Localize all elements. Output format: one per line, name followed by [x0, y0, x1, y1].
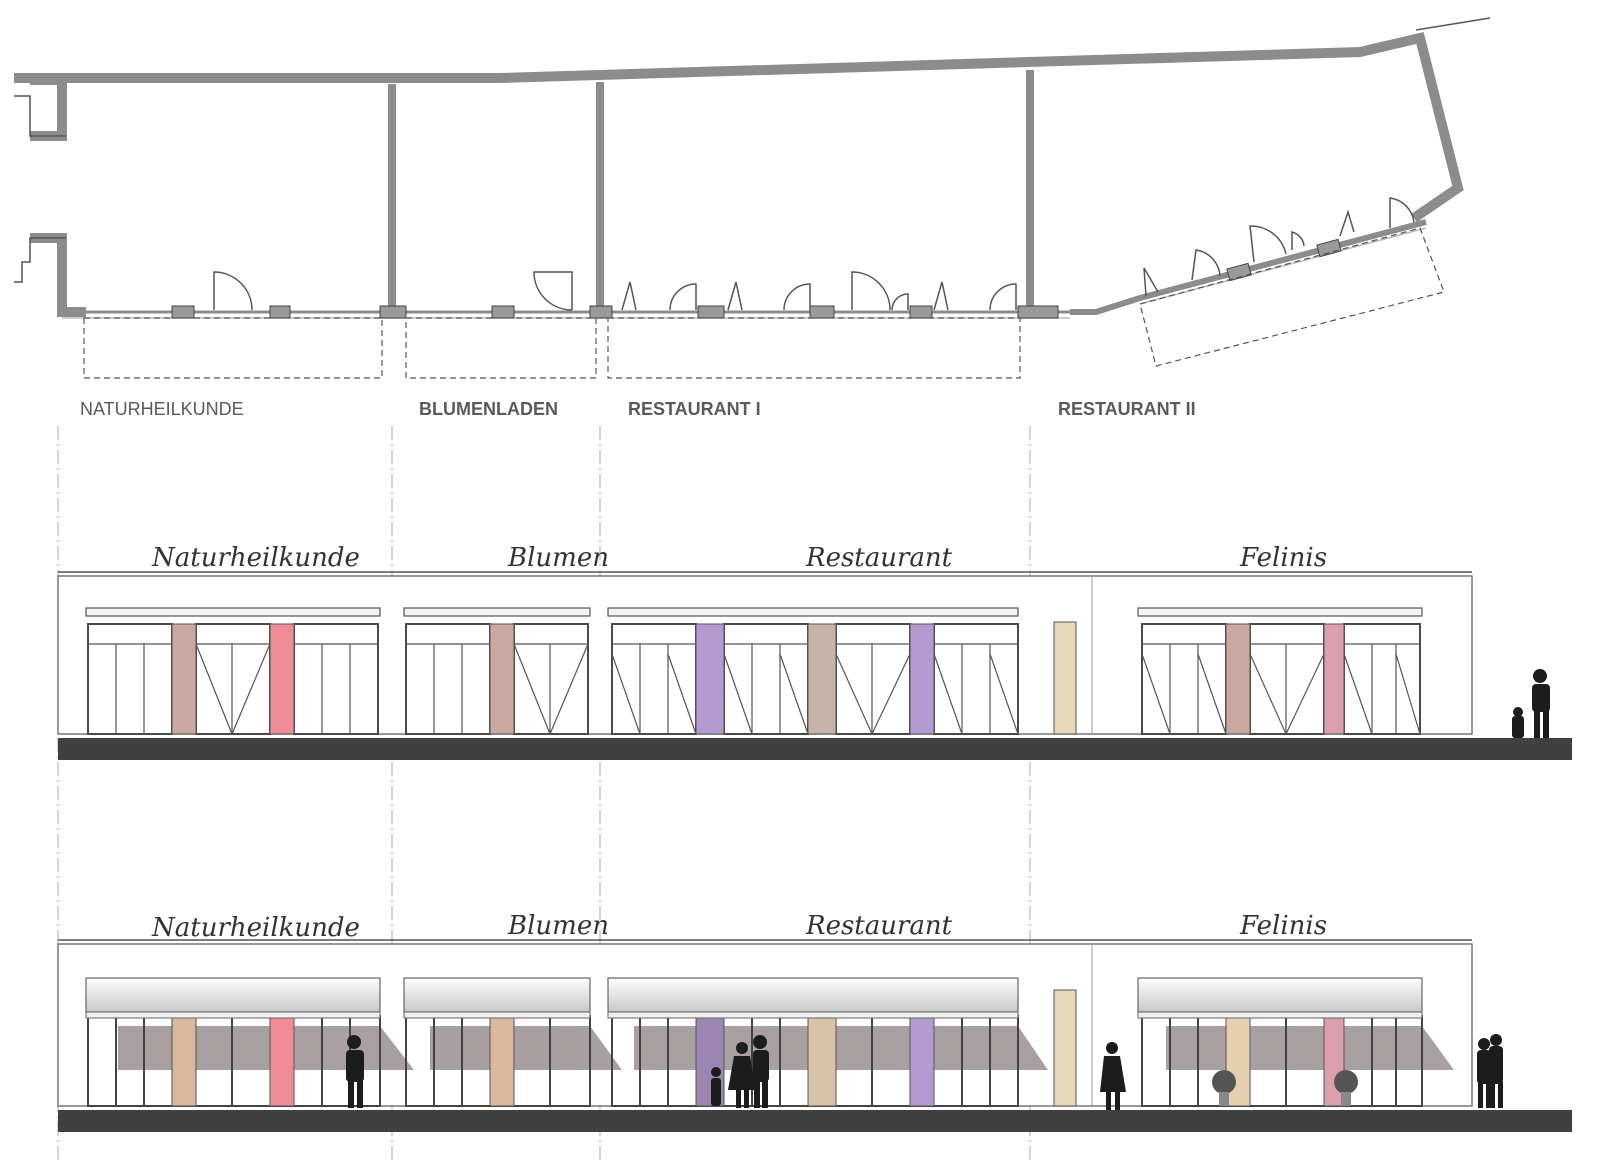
- elevation-1-pier-brick-2: [489, 623, 515, 735]
- elevation-2-pier-brick-3: [807, 1015, 837, 1107]
- elevation-1-pier-brick-4: [1225, 623, 1251, 735]
- elevation-2-plants: [1212, 1070, 1358, 1106]
- elevation-day: Naturheilkunde Blumen Restaurant Felinis: [57, 543, 1572, 760]
- elevation-2-people: [346, 1034, 1503, 1110]
- elevation-1-pier-purple-2: [909, 623, 935, 735]
- elevation-1-pier-brick-1: [171, 623, 197, 735]
- elevation-2-pier-brick-1: [171, 1015, 197, 1107]
- elevation-1-ground: [58, 738, 1572, 760]
- elevation-1-sign-blumen: Blumen: [507, 543, 609, 573]
- floor-plan: NATURHEILKUNDE BLUMENLADEN RESTAURANT I …: [14, 17, 1491, 419]
- plan-left-steps: [14, 95, 66, 137]
- elevation-1-people: [1512, 669, 1550, 738]
- elevation-2-sign-blumen: Blumen: [507, 911, 609, 941]
- elevation-awning: Naturheilkunde Blumen Restaurant Felinis: [57, 911, 1572, 1132]
- plan-left-steps-2: [14, 237, 66, 283]
- elevation-2-sign-felinis: Felinis: [1239, 911, 1327, 941]
- elevation-2-pier-brick-2: [489, 1015, 515, 1107]
- elevation-1-pier-purple-1: [695, 623, 725, 735]
- plan-label-restaurant-2: RESTAURANT II: [1058, 399, 1196, 419]
- elevation-1-pier-brick-3: [807, 623, 837, 735]
- elevation-1-pier-beige: [1053, 621, 1077, 735]
- plan-label-blumenladen: BLUMENLADEN: [419, 399, 558, 419]
- elevation-1-sign-naturheilkunde: Naturheilkunde: [151, 543, 360, 573]
- plan-door-swings: [213, 197, 1415, 311]
- plan-right-recess: [1415, 17, 1491, 31]
- elevation-2-sign-naturheilkunde: Naturheilkunde: [151, 913, 360, 943]
- plan-label-restaurant-1: RESTAURANT I: [628, 399, 761, 419]
- plan-front-piers: [171, 238, 1342, 319]
- elevation-2-pier-purple-2: [909, 1015, 935, 1107]
- plan-label-naturheilkunde: NATURHEILKUNDE: [80, 399, 244, 419]
- elevation-1-pier-pink-2: [1323, 623, 1345, 735]
- plan-left-wall-bottom: [30, 233, 86, 317]
- elevation-2-awnings: [85, 977, 1423, 1013]
- elevation-2-pier-beige: [1053, 989, 1077, 1107]
- elevation-1-windows: [87, 623, 1421, 735]
- elevation-1-sign-restaurant: Restaurant: [805, 543, 953, 573]
- elevation-2-sign-restaurant: Restaurant: [805, 911, 953, 941]
- elevation-2-pier-pink: [269, 1015, 295, 1107]
- plan-front-angled: [1070, 219, 1427, 315]
- elevation-2-ground: [58, 1110, 1572, 1132]
- elevation-2-shadows: [118, 1026, 1454, 1070]
- plan-left-wall-top: [30, 75, 67, 141]
- elevation-1-pier-pink: [269, 623, 295, 735]
- plan-dashed-outlines: [83, 227, 1445, 379]
- elevation-1-sign-felinis: Felinis: [1239, 543, 1327, 573]
- plan-back-wall: [14, 32, 1464, 223]
